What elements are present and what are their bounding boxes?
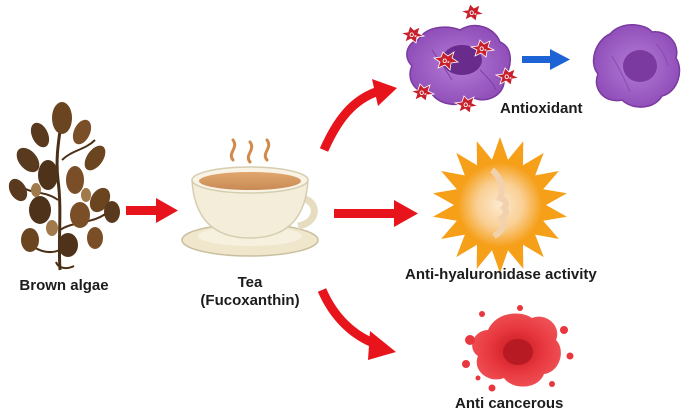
- label-anti-hyaluronidase: Anti-hyaluronidase activity: [405, 266, 597, 283]
- cancer-cell-illustration: [462, 305, 574, 392]
- svg-text:O₂: O₂: [442, 59, 450, 65]
- label-brown-algae: Brown algae: [19, 277, 109, 294]
- label-tea-compound: (Fucoxanthin): [200, 292, 300, 309]
- arrow-tea-to-hyaluronidase: [334, 200, 418, 227]
- arrow-algae-to-tea: [126, 198, 178, 223]
- free-radical-burst: O₂: [453, 95, 480, 114]
- svg-text:O₂: O₂: [463, 103, 471, 109]
- svg-text:O₂: O₂: [409, 33, 417, 39]
- label-anti-cancerous: Anti cancerous: [455, 395, 564, 412]
- label-antioxidant: Antioxidant: [500, 100, 583, 117]
- svg-text:O₂: O₂: [469, 11, 477, 17]
- free-radical-burst: O₂: [459, 3, 486, 22]
- blue-arrow: [522, 49, 570, 70]
- brown-algae-illustration: [8, 102, 120, 271]
- free-radical-burst: O₂: [494, 67, 521, 86]
- label-tea: Tea (Fucoxanthin): [180, 274, 320, 310]
- free-radical-burst: O₂: [469, 39, 496, 58]
- free-radical-burst: O₂: [399, 25, 426, 44]
- sun-face-illustration: [433, 137, 567, 273]
- arrow-tea-to-antioxidant: [319, 79, 397, 152]
- svg-text:O₂: O₂: [504, 75, 512, 81]
- label-tea-name: Tea: [237, 274, 263, 291]
- healthy-cell-illustration: [592, 24, 681, 108]
- svg-text:O₂: O₂: [419, 91, 427, 97]
- arrow-tea-to-cancerous: [317, 288, 396, 360]
- svg-text:O₂: O₂: [479, 47, 487, 53]
- tea-cup-illustration: [181, 138, 319, 257]
- free-radical-burst: O₂: [409, 83, 436, 102]
- free-radical-burst: O₂: [432, 51, 460, 71]
